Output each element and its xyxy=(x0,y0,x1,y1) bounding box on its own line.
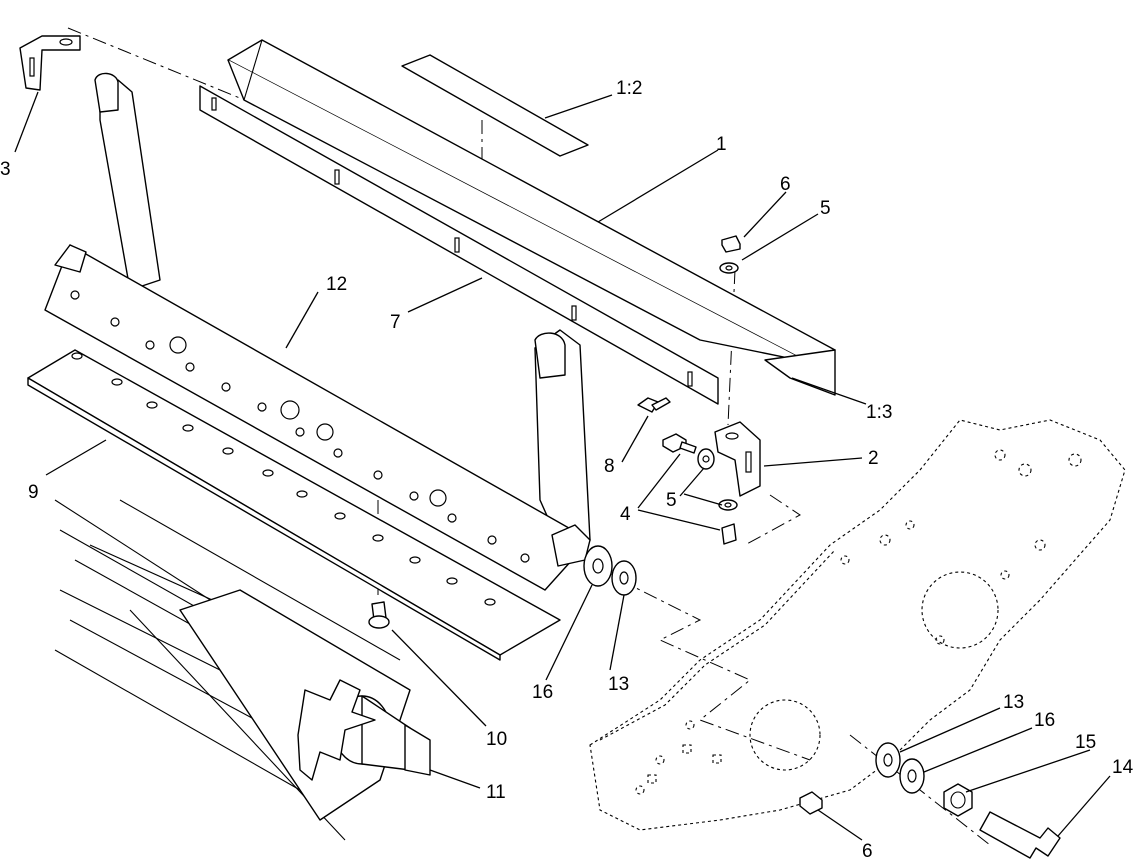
leader-lines xyxy=(14,91,1111,841)
callout-labels: 1 1:2 1:3 2 3 4 5 5 6 6 7 8 9 10 11 12 1… xyxy=(0,78,1134,862)
callout-10: 10 xyxy=(486,729,507,750)
callout-5-mid: 5 xyxy=(666,490,677,511)
callout-15: 15 xyxy=(1075,732,1096,753)
callout-5-top: 5 xyxy=(820,198,831,219)
callout-13-mid: 13 xyxy=(608,674,629,695)
decal-part-1-2 xyxy=(401,54,589,157)
callout-1-3: 1:3 xyxy=(866,402,892,423)
side-plate-phantom xyxy=(589,419,1126,831)
bracket-part-3 xyxy=(19,35,81,91)
callout-6-bottom: 6 xyxy=(862,841,873,862)
callout-16-mid: 16 xyxy=(532,682,553,703)
reel-part-11 xyxy=(54,499,431,841)
callout-4: 4 xyxy=(620,504,631,525)
callout-3: 3 xyxy=(0,159,11,180)
callout-16-right: 16 xyxy=(1034,710,1055,731)
bracket-part-2 xyxy=(714,421,761,497)
bedknife-part-9 xyxy=(27,349,561,661)
callout-2: 2 xyxy=(868,448,879,469)
callout-14: 14 xyxy=(1112,757,1134,778)
callout-1-2: 1:2 xyxy=(616,78,642,99)
hardware-small-parts xyxy=(368,235,1061,859)
callout-8: 8 xyxy=(604,456,615,477)
cover-part-1 xyxy=(227,39,836,396)
callout-9: 9 xyxy=(28,482,39,503)
bedbar-part-12 xyxy=(44,72,591,591)
callout-7: 7 xyxy=(390,312,401,333)
mounting-strip-part-7 xyxy=(199,85,719,405)
callout-11: 11 xyxy=(486,782,506,803)
callout-1: 1 xyxy=(716,134,727,155)
callout-13-right: 13 xyxy=(1003,692,1024,713)
callout-6-top: 6 xyxy=(780,174,791,195)
callout-12: 12 xyxy=(326,274,347,295)
